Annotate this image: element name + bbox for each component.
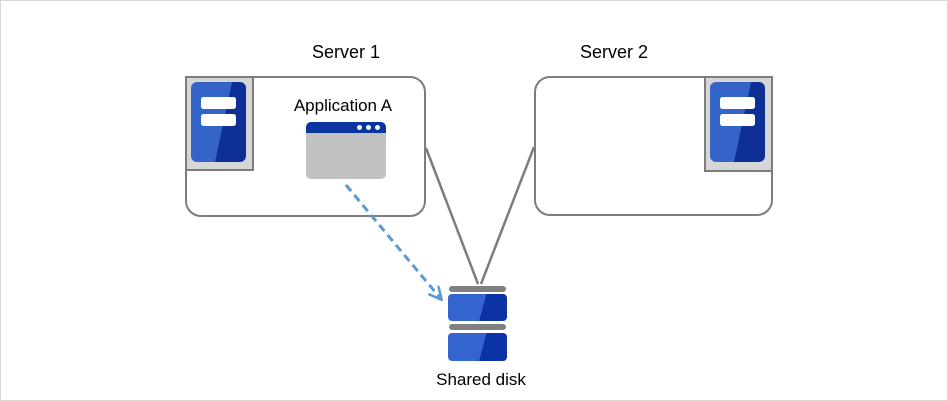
titlebar-dot-icon xyxy=(357,125,362,130)
app-window-icon xyxy=(306,122,386,179)
shared-disk-icon xyxy=(449,286,506,292)
shared-disk-label: Shared disk xyxy=(436,370,526,389)
server2-tower-icon xyxy=(710,82,765,162)
tower-slot-icon xyxy=(201,97,236,109)
connector-line-server1-disk xyxy=(424,147,480,285)
tower-slot-icon xyxy=(720,97,755,109)
app-window-titlebar xyxy=(306,122,386,133)
shared-disk-icon xyxy=(449,324,506,330)
shared-disk-icon xyxy=(448,333,507,361)
tower-slot-icon xyxy=(720,114,755,126)
titlebar-dot-icon xyxy=(375,125,380,130)
server2-icon-frame xyxy=(704,76,773,172)
titlebar-dot-icon xyxy=(366,125,371,130)
server1-tower-icon xyxy=(191,82,246,162)
server1-icon-frame xyxy=(185,76,254,171)
application-a-label: Application A xyxy=(293,96,393,115)
server2-label: Server 2 xyxy=(579,42,649,62)
tower-slot-icon xyxy=(201,114,236,126)
connector-line-server2-disk xyxy=(479,146,536,285)
server1-label: Server 1 xyxy=(311,42,381,62)
shared-disk-icon xyxy=(448,294,507,321)
app-window-body xyxy=(306,133,386,179)
